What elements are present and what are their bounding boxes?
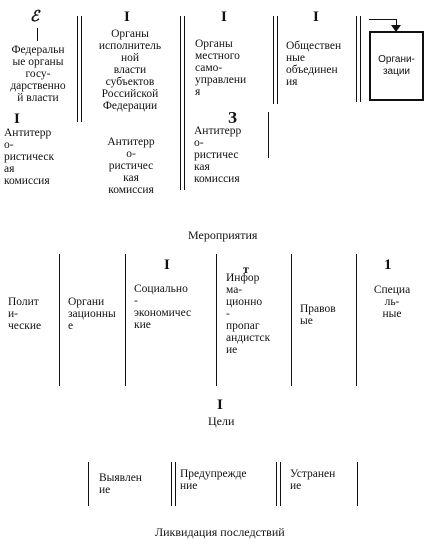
divider [180,116,181,190]
info-mark: т [243,262,249,276]
federal-commission-label: Антитерр о- ристическ ая комиссия [4,127,55,187]
measure-socioeconomic: Социально - экономичес кие [134,283,192,331]
org-arrow-line [369,19,397,20]
divider [88,462,89,506]
arrow-down-icon [391,25,401,32]
local-commission-label: Антитерр о- ристичес кая комиссия [194,125,242,185]
divider [360,16,361,102]
goal-detection: Выявлен ие [99,472,142,496]
measure-political: Полит и- ческие [8,296,42,332]
public-associations-label: Обществен ные объединен ия [286,40,342,88]
divider [276,462,277,506]
divider [171,462,172,506]
regional-commission-label: Антитерр о- ристичес кая комиссия [107,136,155,196]
divider [59,254,60,386]
divider [268,112,269,158]
goal-elimination: Устранен ие [290,468,336,492]
local-government-label: Органы местного само- управлени я [195,38,247,98]
goals-heading: Цели [208,414,235,428]
divider [125,254,126,386]
measure-info-propaganda: Инфор ма- ционно - пропаг андистск ие [226,272,271,356]
divider [180,16,181,122]
org-arrow-line [396,19,397,27]
divider [81,16,82,122]
regional-mark: I [124,9,130,25]
divider [184,116,185,190]
local-mark: I [221,9,227,25]
measure-organizational: Органи зационны е [68,296,116,332]
measure-special: Специа ль- ные [373,284,411,320]
divider [356,16,357,102]
measures-heading: Мероприятия [188,228,258,242]
regional-bodies-label: Органы исполнитель ной власти субъектов … [98,28,162,112]
federal-mark: ℰ [30,9,40,25]
divider [184,16,185,122]
divider [273,16,274,104]
measure-legal: Правов ые [300,303,336,327]
local-commission-mark: З [228,108,237,127]
divider [280,462,281,506]
goal-prevention: Предупрежде ние [180,468,247,492]
socioeconomic-mark: I [164,257,170,273]
organizations-box: Органи- зации [369,31,424,101]
divider [77,16,78,122]
special-mark: 1 [384,257,392,273]
federal-connector [37,28,38,41]
divider [277,16,278,104]
divider [356,254,357,386]
organizations-label: Органи- зации [378,54,415,77]
divider [357,462,358,506]
public-mark: I [313,9,319,25]
consequences-heading: Ликвидация последствий [155,525,285,539]
divider [291,254,292,386]
federal-bodies-label: Федеральн ые органы госу- дарственно й в… [10,44,66,104]
goals-mark: I [217,397,223,413]
divider [175,462,176,506]
federal-commission-mark: I [14,111,20,127]
divider [216,254,217,386]
